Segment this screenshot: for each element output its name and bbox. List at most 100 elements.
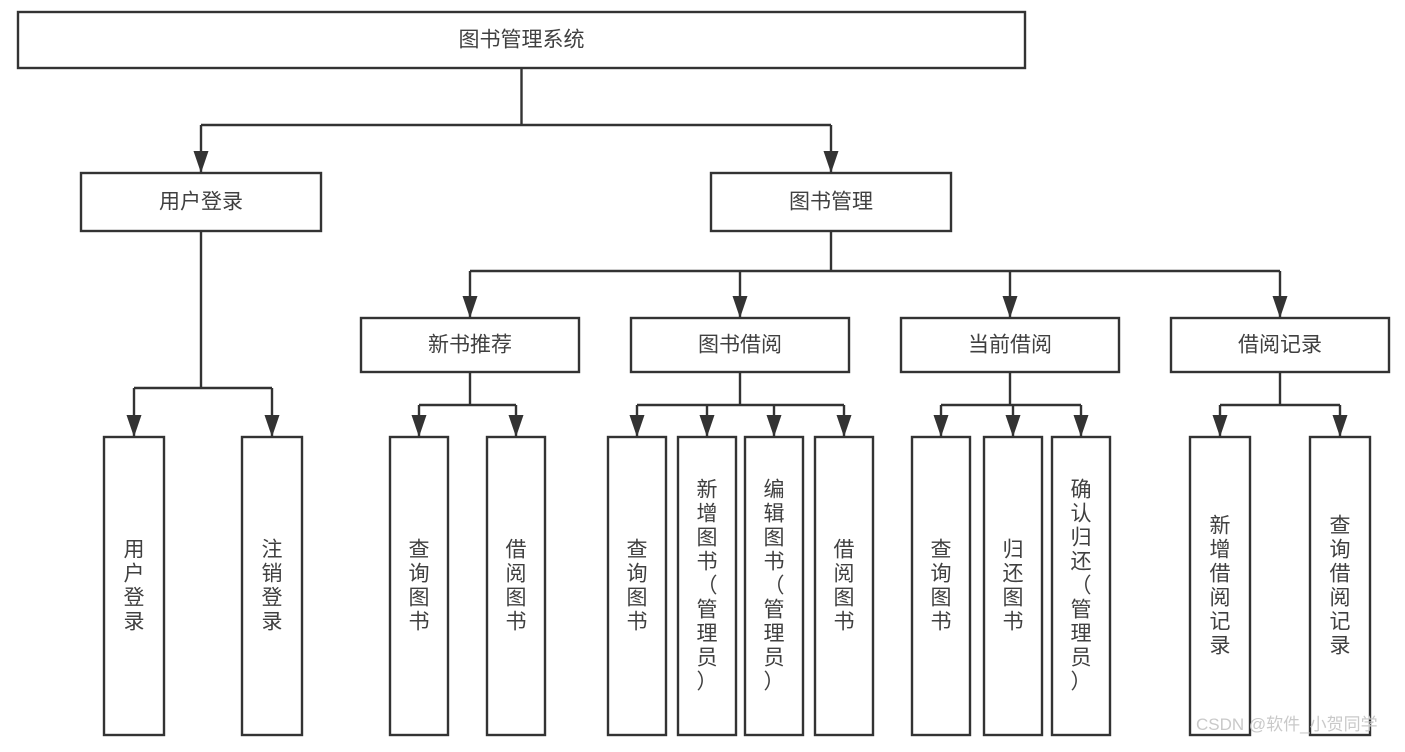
- edge-group-new-book-rec: [411, 372, 524, 437]
- arrowhead-shape: [1272, 296, 1288, 318]
- node-label-new-book-rec: 新书推荐: [428, 334, 512, 357]
- node-box-book-manage[interactable]: [709, 171, 953, 233]
- node-label-leaf-user-logout: 注销登录: [262, 539, 283, 634]
- node-box-leaf-user-login[interactable]: [102, 435, 166, 737]
- node-leaf-add-borrow-record[interactable]: 新增借阅记录: [1188, 435, 1252, 737]
- arrowhead-icon: [823, 151, 839, 173]
- node-leaf-add-book-admin[interactable]: 新增图书（管理员）: [676, 435, 738, 737]
- edge-group-borrow-record: [1212, 372, 1348, 437]
- edge-group-current-borrow: [933, 372, 1089, 437]
- node-new-book-rec[interactable]: 新书推荐: [359, 316, 581, 374]
- arrowhead-shape: [629, 415, 645, 437]
- node-leaf-query-book-2[interactable]: 查询图书: [606, 435, 668, 737]
- arrowhead-shape: [126, 415, 142, 437]
- connector-edges-layer: [126, 68, 1348, 437]
- arrowhead-shape: [508, 415, 524, 437]
- node-leaf-user-logout[interactable]: 注销登录: [240, 435, 304, 737]
- node-label-leaf-user-login: 用户登录: [124, 539, 145, 634]
- node-label-leaf-return-book: 归还图书: [1003, 539, 1024, 634]
- node-label-leaf-confirm-return-admin: 确认归还（管理员）: [1071, 479, 1092, 694]
- edge-group-book-manage: [462, 231, 1288, 318]
- arrowhead-icon: [836, 415, 852, 437]
- arrowhead-icon: [766, 415, 782, 437]
- edge-group-book-borrow: [629, 372, 852, 437]
- arrowhead-shape: [1332, 415, 1348, 437]
- node-leaf-confirm-return-admin[interactable]: 确认归还（管理员）: [1050, 435, 1112, 737]
- node-user-login[interactable]: 用户登录: [79, 171, 323, 233]
- node-label-root: 图书管理系统: [459, 29, 585, 52]
- node-box-user-login[interactable]: [79, 171, 323, 233]
- node-label-book-borrow: 图书借阅: [698, 334, 782, 357]
- arrowhead-icon: [193, 151, 209, 173]
- node-leaf-return-book[interactable]: 归还图书: [982, 435, 1044, 737]
- node-root[interactable]: 图书管理系统: [16, 10, 1027, 70]
- arrowhead-icon: [1332, 415, 1348, 437]
- node-label-leaf-query-borrow-record: 查询借阅记录: [1330, 515, 1351, 658]
- arrowhead-icon: [933, 415, 949, 437]
- node-current-borrow[interactable]: 当前借阅: [899, 316, 1121, 374]
- node-box-leaf-return-book[interactable]: [982, 435, 1044, 737]
- node-leaf-query-borrow-record[interactable]: 查询借阅记录: [1308, 435, 1372, 737]
- node-box-leaf-add-borrow-record[interactable]: [1188, 435, 1252, 737]
- node-leaf-borrow-book-1[interactable]: 借阅图书: [485, 435, 547, 737]
- node-label-leaf-borrow-book-1: 借阅图书: [506, 539, 527, 634]
- node-book-manage[interactable]: 图书管理: [709, 171, 953, 233]
- arrowhead-icon: [1005, 415, 1021, 437]
- node-box-current-borrow[interactable]: [899, 316, 1121, 374]
- node-label-leaf-add-borrow-record: 新增借阅记录: [1210, 515, 1231, 658]
- node-label-user-login: 用户登录: [159, 191, 243, 214]
- arrowhead-shape: [766, 415, 782, 437]
- node-box-new-book-rec[interactable]: [359, 316, 581, 374]
- arrowhead-shape: [1002, 296, 1018, 318]
- arrowhead-icon: [508, 415, 524, 437]
- node-box-leaf-borrow-book-2[interactable]: [813, 435, 875, 737]
- arrowhead-shape: [264, 415, 280, 437]
- node-label-leaf-edit-book-admin: 编辑图书（管理员）: [764, 479, 785, 694]
- node-box-leaf-user-logout[interactable]: [240, 435, 304, 737]
- node-label-book-manage: 图书管理: [789, 191, 873, 214]
- node-boxes-layer: 图书管理系统用户登录图书管理新书推荐图书借阅当前借阅借阅记录用户登录注销登录查询…: [16, 10, 1391, 737]
- node-leaf-query-book-3[interactable]: 查询图书: [910, 435, 972, 737]
- node-box-leaf-query-book-1[interactable]: [388, 435, 450, 737]
- edge-group-root: [193, 68, 839, 173]
- node-box-leaf-query-book-2[interactable]: [606, 435, 668, 737]
- arrowhead-icon: [732, 296, 748, 318]
- node-box-root[interactable]: [16, 10, 1027, 70]
- node-label-leaf-add-book-admin: 新增图书（管理员）: [697, 479, 718, 694]
- arrowhead-icon: [411, 415, 427, 437]
- node-box-leaf-query-book-3[interactable]: [910, 435, 972, 737]
- node-leaf-edit-book-admin[interactable]: 编辑图书（管理员）: [743, 435, 805, 737]
- node-box-borrow-record[interactable]: [1169, 316, 1391, 374]
- node-book-borrow[interactable]: 图书借阅: [629, 316, 851, 374]
- node-label-leaf-borrow-book-2: 借阅图书: [834, 539, 855, 634]
- arrowhead-shape: [699, 415, 715, 437]
- arrowhead-shape: [732, 296, 748, 318]
- node-leaf-borrow-book-2[interactable]: 借阅图书: [813, 435, 875, 737]
- node-leaf-query-book-1[interactable]: 查询图书: [388, 435, 450, 737]
- node-leaf-user-login[interactable]: 用户登录: [102, 435, 166, 737]
- node-box-leaf-add-book-admin[interactable]: [676, 435, 738, 737]
- arrowhead-icon: [1073, 415, 1089, 437]
- node-box-leaf-confirm-return-admin[interactable]: [1050, 435, 1112, 737]
- arrowhead-shape: [411, 415, 427, 437]
- node-box-book-borrow[interactable]: [629, 316, 851, 374]
- arrowhead-icon: [629, 415, 645, 437]
- arrowhead-shape: [462, 296, 478, 318]
- node-box-leaf-edit-book-admin[interactable]: [743, 435, 805, 737]
- arrowhead-shape: [1212, 415, 1228, 437]
- node-label-leaf-query-book-2: 查询图书: [627, 539, 648, 634]
- node-label-current-borrow: 当前借阅: [968, 334, 1052, 357]
- arrowhead-shape: [836, 415, 852, 437]
- arrowhead-icon: [264, 415, 280, 437]
- node-label-borrow-record: 借阅记录: [1238, 334, 1322, 357]
- node-borrow-record[interactable]: 借阅记录: [1169, 316, 1391, 374]
- node-label-leaf-query-book-1: 查询图书: [409, 539, 430, 634]
- node-label-leaf-query-book-3: 查询图书: [931, 539, 952, 634]
- node-box-leaf-borrow-book-1[interactable]: [485, 435, 547, 737]
- edge-group-user-login: [126, 231, 280, 437]
- node-box-leaf-query-borrow-record[interactable]: [1308, 435, 1372, 737]
- csdn-watermark: CSDN @软件_小贺同学: [1196, 715, 1378, 734]
- arrowhead-icon: [699, 415, 715, 437]
